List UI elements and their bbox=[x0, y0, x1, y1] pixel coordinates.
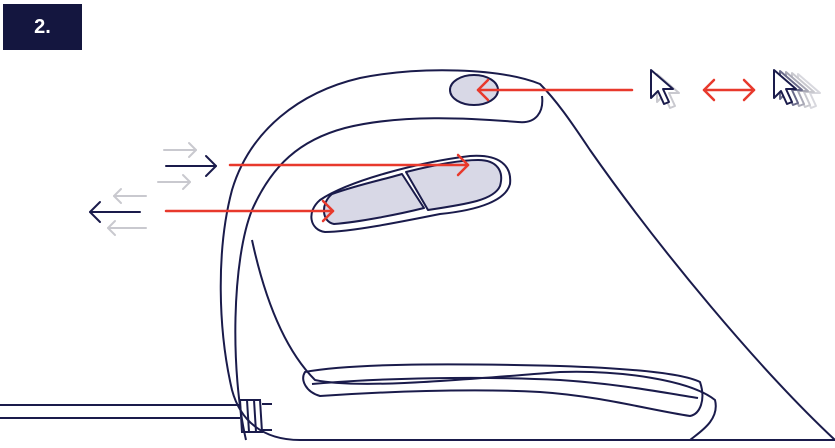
cursor-slow-icon bbox=[650, 69, 680, 109]
double-arrow-icon bbox=[702, 78, 756, 102]
back-pointer-arrow bbox=[164, 199, 335, 223]
forward-side-button bbox=[405, 159, 503, 211]
forward-pointer-arrow bbox=[228, 153, 470, 177]
dpi-pointer-arrow bbox=[476, 78, 634, 102]
step-number-label: 2. bbox=[34, 15, 51, 38]
side-buttons bbox=[310, 154, 512, 233]
back-arrow-icon bbox=[89, 188, 147, 236]
mouse-body bbox=[219, 69, 835, 441]
back-side-button bbox=[323, 173, 425, 225]
cursor-fast-icon bbox=[773, 69, 821, 109]
mouse-cable bbox=[0, 399, 272, 433]
step-number-badge: 2. bbox=[3, 4, 82, 50]
forward-arrow-icon bbox=[157, 142, 217, 190]
red-pointer-arrows bbox=[164, 78, 634, 223]
